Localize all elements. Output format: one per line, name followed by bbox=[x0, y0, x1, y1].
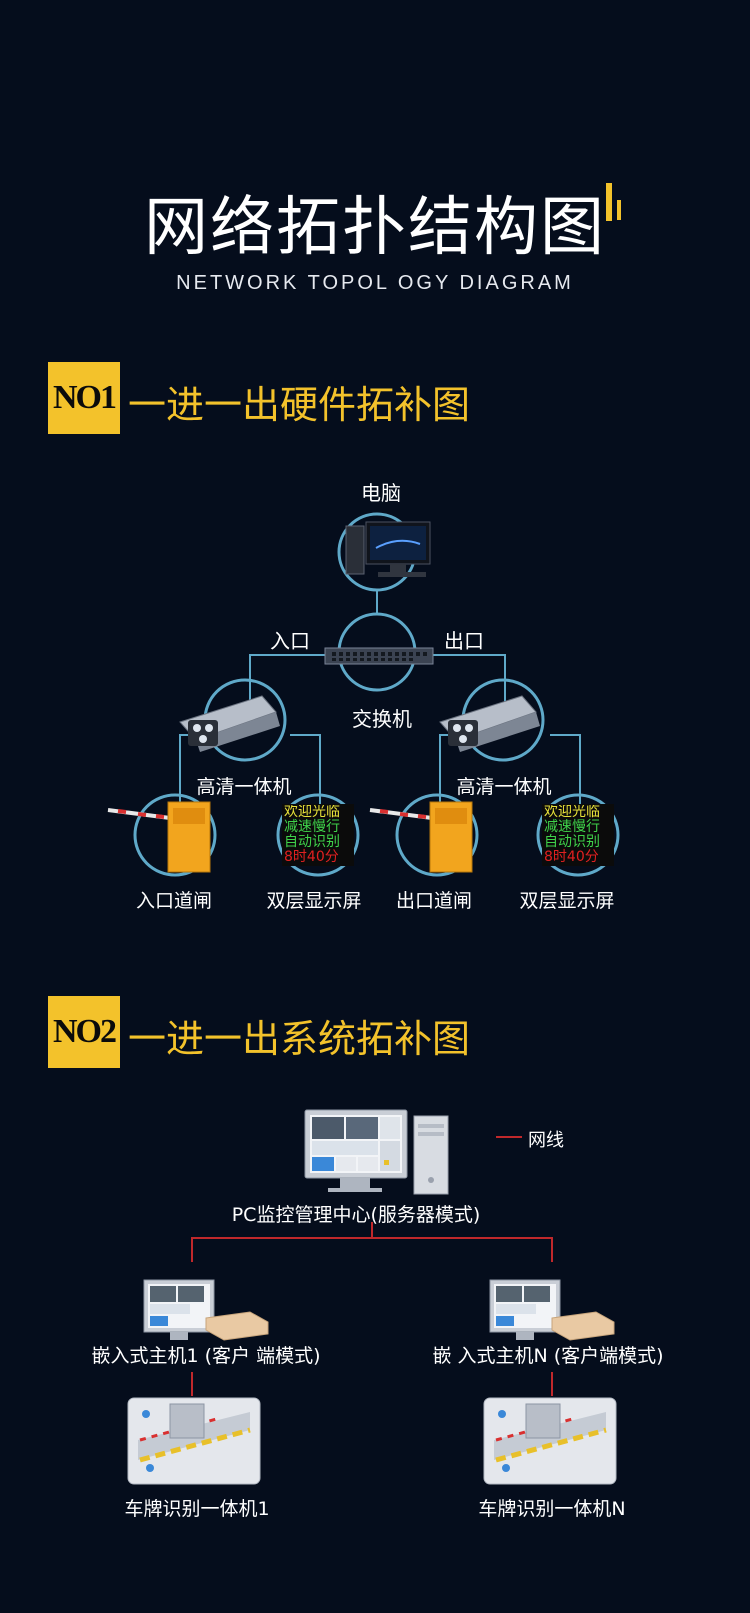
section1-title: 一进一出硬件拓补图 bbox=[128, 383, 471, 427]
label-computer: 电脑 bbox=[361, 481, 401, 505]
camera-left-icon bbox=[179, 695, 280, 752]
label-display-left: 双层显示屏 bbox=[266, 890, 362, 912]
label-host-1: 嵌入式主机1 (客户 端模式) bbox=[91, 1345, 321, 1367]
label-camera-right: 高清一体机 bbox=[456, 776, 552, 798]
camera-right-icon bbox=[439, 695, 540, 752]
led-line-4: 8时40分 bbox=[544, 849, 599, 865]
label-gate-in: 入口道闸 bbox=[135, 890, 213, 912]
gate-out-icon bbox=[369, 801, 473, 873]
switch-icon bbox=[324, 647, 434, 665]
led-line-1: 欢迎光临 bbox=[544, 805, 600, 820]
label-host-n: 嵌 入式主机N (客户端模式) bbox=[432, 1345, 664, 1367]
pc-center-icon bbox=[304, 1109, 449, 1195]
title-accent-bar-small bbox=[617, 200, 621, 220]
display-right-text: 欢迎光临 减速慢行 自动识别 8时40分 bbox=[544, 805, 614, 865]
led-line-3: 自动识别 bbox=[284, 834, 340, 850]
computer-icon bbox=[345, 521, 431, 577]
section2-badge: NO2 bbox=[48, 996, 120, 1068]
label-entrance: 入口 bbox=[270, 629, 310, 653]
label-pc-center: PC监控管理中心(服务器模式) bbox=[231, 1204, 481, 1226]
led-line-2: 减速慢行 bbox=[544, 819, 600, 835]
label-display-right: 双层显示屏 bbox=[519, 890, 615, 912]
section2-title: 一进一出系统拓补图 bbox=[128, 1017, 471, 1061]
label-lpr-1: 车牌识别一体机1 bbox=[124, 1498, 270, 1520]
page-subtitle: NETWORK TOPOL OGY DIAGRAM bbox=[176, 272, 574, 294]
led-line-2: 减速慢行 bbox=[284, 819, 340, 835]
led-line-3: 自动识别 bbox=[544, 834, 600, 850]
host-n-icon bbox=[489, 1279, 615, 1341]
led-line-1: 欢迎光临 bbox=[284, 805, 340, 820]
lpr-n-icon bbox=[483, 1397, 617, 1485]
section1-badge: NO1 bbox=[48, 362, 120, 434]
host-1-icon bbox=[143, 1279, 269, 1341]
label-camera-left: 高清一体机 bbox=[196, 776, 292, 798]
title-accent-bar bbox=[606, 183, 612, 221]
display-left-icon bbox=[282, 804, 354, 866]
lpr-1-icon bbox=[127, 1397, 261, 1485]
section2-connection-lines bbox=[191, 1136, 553, 1396]
label-lpr-n: 车牌识别一体机N bbox=[478, 1498, 626, 1520]
led-line-4: 8时40分 bbox=[284, 849, 339, 865]
label-gate-out: 出口道闸 bbox=[395, 890, 473, 912]
legend-network-cable: 网线 bbox=[528, 1130, 564, 1151]
label-exit: 出口 bbox=[444, 629, 484, 653]
display-left-text: 欢迎光临 减速慢行 自动识别 8时40分 bbox=[284, 805, 354, 865]
label-switch: 交换机 bbox=[352, 707, 412, 731]
display-right-icon bbox=[542, 804, 614, 866]
page-title: 网络拓扑结构图 bbox=[144, 191, 606, 265]
gate-in-icon bbox=[107, 801, 211, 873]
